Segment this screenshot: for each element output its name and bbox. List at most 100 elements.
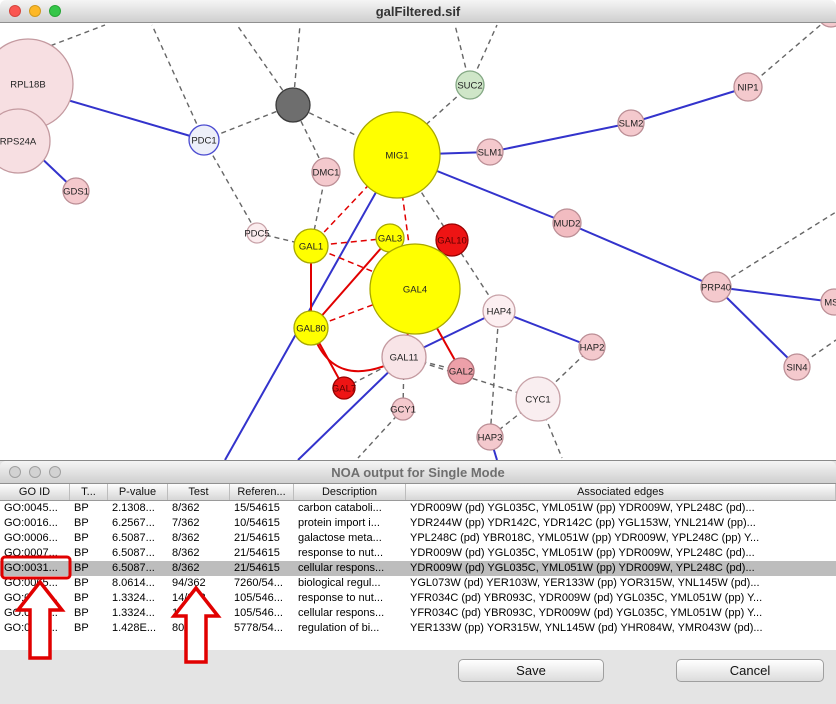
table-cell: BP: [74, 577, 89, 589]
cancel-button[interactable]: Cancel: [676, 659, 824, 682]
minimize-button[interactable]: [29, 466, 41, 478]
graph-edge: [297, 356, 405, 460]
graph-edge: [151, 24, 205, 141]
node-slm1[interactable]: [476, 138, 504, 166]
table-cell: 5778/54...: [234, 622, 283, 634]
node-gal2[interactable]: [447, 357, 475, 385]
node-sin4[interactable]: [783, 353, 811, 381]
node-gds1[interactable]: [62, 177, 90, 205]
table-cell: 21/54615: [234, 562, 280, 574]
column-header-test[interactable]: Test: [168, 484, 230, 500]
table-cell: BP: [74, 607, 89, 619]
node-gal11[interactable]: [381, 334, 427, 380]
close-button[interactable]: [9, 466, 21, 478]
node-gal10[interactable]: [435, 223, 469, 257]
node-gal1[interactable]: [293, 228, 329, 264]
node-nip1[interactable]: [733, 72, 763, 102]
node-mud2[interactable]: [552, 208, 582, 238]
table-cell: GO:0007...: [4, 547, 58, 559]
node-cyc1[interactable]: [515, 376, 561, 422]
table-cell: BP: [74, 562, 89, 574]
node-gcy1[interactable]: [391, 397, 415, 421]
node-gal4[interactable]: [369, 243, 461, 335]
table-cell: 8/362: [172, 547, 200, 559]
node-hap2[interactable]: [578, 333, 606, 361]
table-cell: YGL073W (pd) YER103W, YER133W (pp) YOR31…: [410, 577, 760, 589]
node-slm2[interactable]: [617, 109, 645, 137]
table-cell: YDR009W (pd) YGL035C, YML051W (pp) YDR00…: [410, 502, 755, 514]
close-button[interactable]: [9, 5, 21, 17]
node-gal7[interactable]: [332, 376, 356, 400]
node-label: GAL11: [390, 353, 419, 364]
table-cell: 80/362: [172, 622, 206, 634]
table-cell: cellular respons...: [298, 562, 385, 574]
node-mig1[interactable]: [353, 111, 441, 199]
zoom-button[interactable]: [49, 5, 61, 17]
node-hap4[interactable]: [482, 294, 516, 328]
table-cell: protein import i...: [298, 517, 380, 529]
table-cell: GO:0016...: [4, 517, 58, 529]
minimize-button[interactable]: [29, 5, 41, 17]
graph-edge: [566, 222, 717, 288]
node-suc2[interactable]: [455, 70, 485, 100]
table-cell: 10/54615: [234, 517, 280, 529]
column-header-associated-edges[interactable]: Associated edges: [406, 484, 836, 500]
table-cell: 21/54615: [234, 532, 280, 544]
node-label: SLM1: [478, 148, 503, 159]
node-unlabeled[interactable]: [275, 87, 311, 123]
node-label: SUC2: [457, 81, 482, 92]
graph-edge: [203, 104, 294, 141]
node-hap3[interactable]: [476, 423, 504, 451]
column-header-description[interactable]: Description: [294, 484, 406, 500]
table-cell: YFR034C (pd) YBR093C, YDR009W (pd) YGL03…: [410, 607, 763, 619]
table-cell: YER133W (pp) YOR315W, YNL145W (pd) YHR08…: [410, 622, 763, 634]
node-pdc5[interactable]: [246, 222, 268, 244]
table-cell: 6.5087...: [112, 532, 155, 544]
node-prp40[interactable]: [700, 271, 732, 303]
graph-edge: [715, 286, 798, 368]
node-unlabeled[interactable]: [818, 23, 836, 28]
save-button[interactable]: Save: [458, 659, 604, 682]
table-cell: 21/54615: [234, 547, 280, 559]
node-rps24a[interactable]: [0, 108, 51, 174]
noa-window-titlebar[interactable]: NOA output for Single Mode: [0, 461, 836, 484]
table-cell: 6.5087...: [112, 547, 155, 559]
network-window-titlebar[interactable]: galFiltered.sif: [0, 0, 836, 23]
graph-edge: [630, 86, 749, 124]
table-cell: biological regul...: [298, 577, 381, 589]
table-cell: 94/362: [172, 577, 206, 589]
column-header-t[interactable]: T...: [70, 484, 108, 500]
table-cell: response to nut...: [298, 547, 383, 559]
column-header-referen[interactable]: Referen...: [230, 484, 294, 500]
graph-edge: [203, 139, 258, 234]
table-cell: 1.3324...: [112, 592, 155, 604]
table-cell: BP: [74, 622, 89, 634]
node-label: HAP2: [580, 343, 605, 354]
node-label: HAP4: [487, 307, 512, 318]
node-msl[interactable]: [820, 288, 836, 316]
node-pdc1[interactable]: [188, 124, 220, 156]
table-cell: YDR009W (pd) YGL035C, YML051W (pp) YDR00…: [410, 562, 755, 574]
table-cell: GO:0006...: [4, 532, 58, 544]
table-cell: 2.1308...: [112, 502, 155, 514]
column-header-p-value[interactable]: P-value: [108, 484, 168, 500]
graph-edge: [236, 24, 294, 106]
zoom-button[interactable]: [49, 466, 61, 478]
node-label: PRP40: [701, 283, 731, 294]
node-gal80[interactable]: [293, 310, 329, 346]
column-header-go-id[interactable]: GO ID: [0, 484, 70, 500]
node-dmc1[interactable]: [311, 157, 341, 187]
table-cell: 105/546...: [234, 607, 283, 619]
